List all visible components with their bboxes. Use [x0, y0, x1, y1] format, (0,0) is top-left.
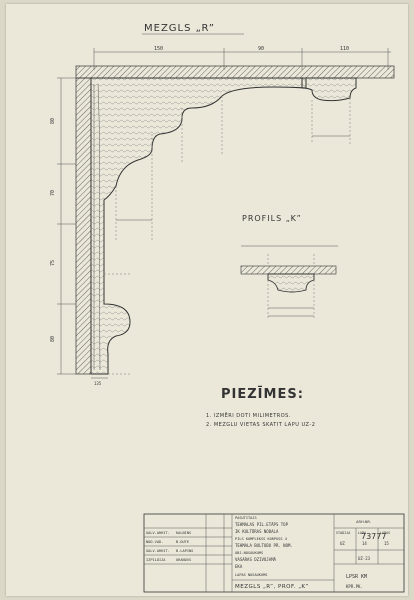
wall-section [75, 77, 92, 375]
left-dim-3: 75 [50, 260, 56, 266]
sheet-no: 14 [362, 541, 367, 546]
role-1: GALV.ARHIT. [146, 531, 170, 535]
top-dim-2: 90 [258, 46, 264, 52]
drawing-title: MEZGLS „R” [144, 23, 215, 34]
bottom-dim: 135 [94, 381, 102, 386]
ceiling-profile-right [301, 77, 357, 102]
sheets-total: 15 [384, 541, 389, 546]
date-code: UZ-23 [358, 556, 371, 561]
org: LPSR KM [346, 574, 367, 580]
tb-line-7: VASARAS DZIVOJAMĀ [235, 557, 277, 562]
stage-value: UZ [340, 541, 345, 546]
profile-title: PROFILS „K” [242, 214, 302, 223]
top-dim-3: 110 [340, 46, 349, 52]
stage-label: STADIJA [336, 531, 350, 535]
archive-label: ARH.NR. [356, 520, 371, 524]
notes-heading: PIEZĪMES: [221, 387, 304, 402]
note-1: 1. IZMĒRI DOTI MILIMETROS. [206, 412, 291, 419]
left-dim-4: 80 [50, 336, 56, 342]
left-dimensions: 80 70 75 80 [50, 77, 76, 375]
left-dim-2: 70 [50, 190, 56, 196]
note-2: 2. MEZGLU VIETAS SKATIT LAPU UZ-2 [206, 422, 315, 428]
top-dim-1: 150 [154, 46, 163, 52]
drawing-sheet: MEZGLS „R” 150 90 110 80 70 75 80 [6, 4, 408, 596]
role-4: IZPILDIJA [146, 558, 166, 562]
wood-grain-lines [93, 83, 101, 371]
sheet-title: MEZGLS „R”, PROF. „K” [235, 584, 309, 590]
tb-line-8: EKA [235, 564, 243, 569]
profile-k-drawing [240, 245, 338, 318]
top-dimensions: 150 90 110 [93, 46, 391, 70]
title-block: GALV.ARHIT. KALNINS NOD.VAD. B.DUTE GALV… [143, 513, 405, 593]
tb-line-4: PILS KOMPLEKSS KORPUSS 4 [235, 537, 287, 541]
tb-line-5: TEHMALA BULTUBU PR. NOM. [235, 543, 293, 548]
name-4: URANOVS [176, 558, 191, 562]
sheets-label: LAPAS [380, 531, 390, 535]
org-2: KPR.PK. [346, 584, 363, 589]
tb-line-3: IK KULTŪRAS NODALA [235, 529, 279, 534]
role-3: GALV.ARHIT. [146, 549, 170, 553]
left-dim-1: 80 [50, 118, 56, 124]
sheet-code: 73777 [361, 532, 386, 541]
name-1: KALNINS [176, 531, 191, 535]
tb-line-9: LAPAS NOSAUKUMS [235, 573, 267, 577]
drawing-canvas: MEZGLS „R” 150 90 110 80 70 75 80 [50, 23, 405, 593]
cornice-profile [90, 77, 307, 375]
tb-line-6: OBJ.NOSAUKUMS [235, 551, 263, 555]
tb-line-1: PASUTITAJS [235, 516, 257, 520]
sheet-label: LAPA [358, 531, 366, 535]
ceiling-slab [75, 65, 395, 79]
name-2: B.DUTE [176, 540, 189, 544]
name-3: B.LAPINS [176, 549, 193, 553]
tb-line-2: TEHMALAS PIL.ETĀPS TOP [235, 522, 289, 527]
detail-dimension-lines: 135 [91, 96, 351, 386]
role-2: NOD.VAD. [146, 540, 163, 544]
